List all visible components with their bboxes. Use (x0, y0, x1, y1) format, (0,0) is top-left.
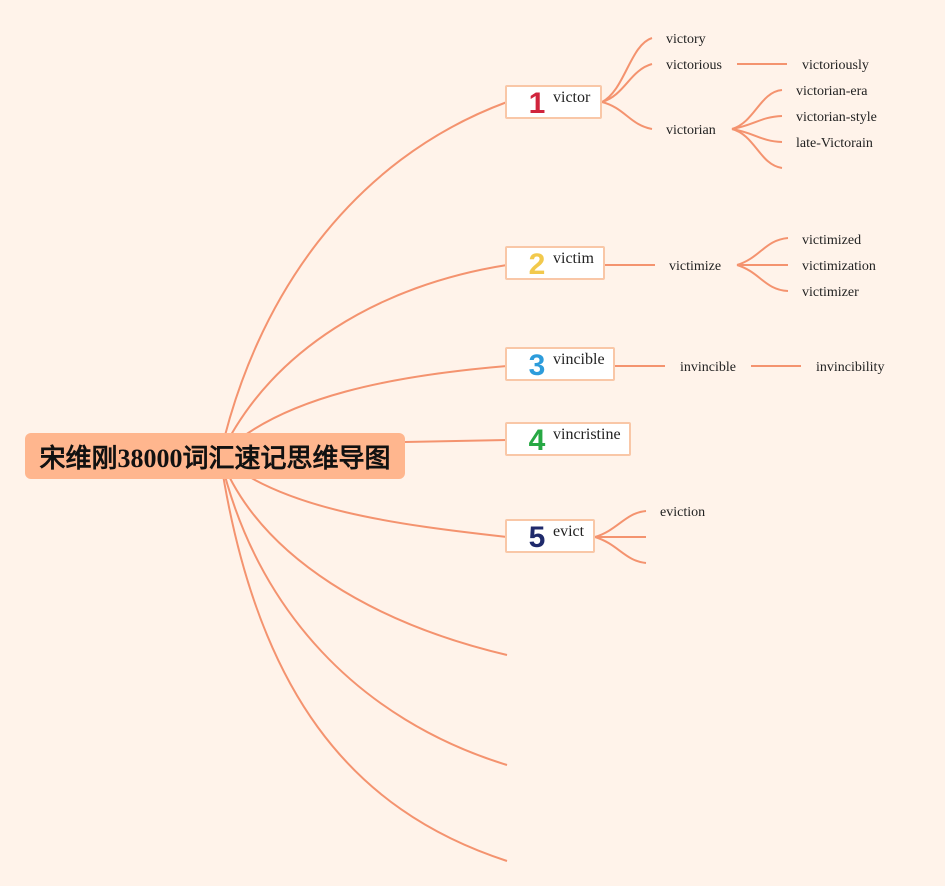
topic-victim[interactable]: 2 victim (505, 246, 605, 280)
link-root-topic-1 (219, 101, 508, 457)
topic-label: vincristine (553, 426, 621, 443)
subtopic-victimizer[interactable]: victimizer (802, 285, 859, 300)
root-topic[interactable]: 宋维刚38000词汇速记思维导图 (25, 433, 405, 479)
subtopic-victimized[interactable]: victimized (802, 233, 862, 248)
number-badge-2: 2 (528, 248, 546, 281)
subtopic-invincibility[interactable]: invincibility (816, 360, 885, 375)
link-victimize-victimized (736, 237, 789, 266)
topic-label: evict (553, 523, 585, 540)
subtopic-victorian-style[interactable]: victorian-style (796, 110, 877, 125)
topic-label: victim (553, 250, 594, 267)
subtopic-victory[interactable]: victory (666, 32, 706, 47)
link-root-topic-2 (219, 264, 508, 457)
link-victorian-era (731, 89, 783, 130)
topic-label: victor (553, 89, 591, 106)
number-badge-4: 4 (528, 424, 546, 457)
link-evict-eviction (594, 510, 647, 538)
link-victor-victorious (601, 63, 653, 103)
link-root-empty-6 (219, 455, 508, 656)
subtopic-invincible[interactable]: invincible (680, 360, 736, 375)
link-victorian-empty (731, 128, 783, 169)
number-badge-1: 1 (528, 87, 546, 120)
link-victimize-victimizer (736, 264, 789, 292)
link-victor-victorian (601, 101, 653, 130)
link-root-empty-7 (219, 455, 508, 766)
topic-vincible[interactable]: 3 vincible (505, 347, 615, 381)
link-root-empty-8 (219, 455, 508, 862)
link-evict-empty-2 (594, 536, 647, 564)
link-victor-victory (601, 37, 653, 103)
subtopic-victorious[interactable]: victorious (666, 58, 722, 73)
topic-victor[interactable]: 1 victor (505, 85, 602, 119)
subtopic-victorian[interactable]: victorian (666, 123, 716, 138)
subtopic-victoriously[interactable]: victoriously (802, 58, 869, 73)
link-root-topic-4 (404, 439, 508, 443)
subtopic-victimize[interactable]: victimize (669, 259, 722, 274)
subtopic-eviction[interactable]: eviction (660, 505, 706, 520)
subtopic-victorian-era[interactable]: victorian-era (796, 84, 868, 99)
topic-label: vincible (553, 351, 605, 368)
subtopic-late-victorain[interactable]: late-Victorain (796, 136, 873, 151)
number-badge-3: 3 (528, 349, 546, 382)
number-badge-5: 5 (528, 521, 546, 554)
link-victorian-style (731, 115, 783, 130)
topic-evict[interactable]: 5 evict (505, 519, 595, 553)
topic-vincristine[interactable]: 4 vincristine (505, 422, 631, 456)
subtopic-victimization[interactable]: victimization (802, 259, 876, 274)
